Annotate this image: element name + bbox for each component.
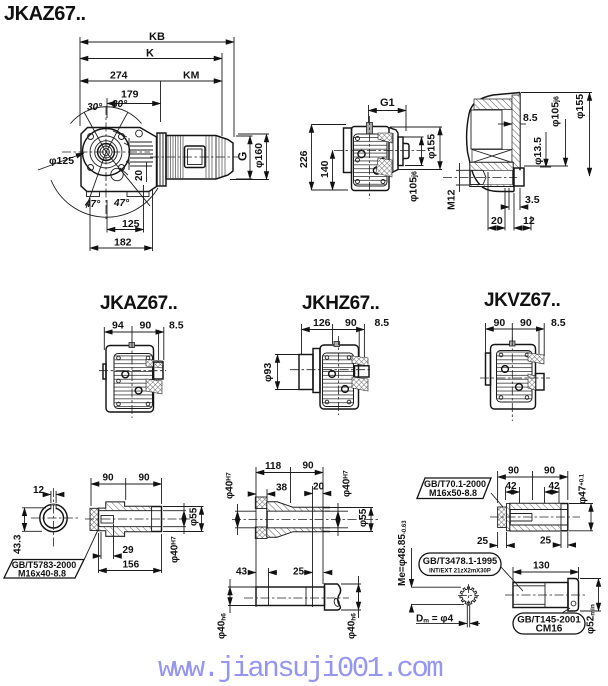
svg-text:90: 90 — [303, 461, 315, 472]
svg-text:G1: G1 — [380, 97, 395, 109]
svg-text:φ160: φ160 — [253, 143, 265, 168]
svg-text:φ40H7: φ40H7 — [225, 472, 236, 499]
svg-text:126: 126 — [313, 317, 331, 329]
svg-text:90: 90 — [508, 466, 520, 477]
svg-text:156: 156 — [123, 560, 140, 571]
svg-text:JKHZ67..: JKHZ67.. — [302, 293, 379, 314]
svg-text:30°: 30° — [112, 99, 128, 110]
svg-text:38: 38 — [276, 483, 288, 494]
svg-text:90: 90 — [139, 473, 151, 484]
svg-text:182: 182 — [114, 237, 132, 249]
svg-text:φ55: φ55 — [189, 507, 200, 526]
svg-text:GB/T5783-2000: GB/T5783-2000 — [12, 560, 77, 570]
svg-text:φ40H7: φ40H7 — [170, 536, 181, 563]
svg-text:φ55: φ55 — [358, 508, 369, 527]
svg-text:42: 42 — [506, 481, 518, 492]
svg-text:140: 140 — [319, 160, 331, 178]
svg-text:8.5: 8.5 — [551, 317, 566, 329]
svg-text:INT/EXT 21zX2mX30P: INT/EXT 21zX2mX30P — [429, 569, 491, 575]
svg-text:25: 25 — [293, 567, 305, 578]
svg-text:KM: KM — [183, 70, 200, 82]
svg-text:8.5: 8.5 — [375, 317, 390, 329]
svg-text:30°: 30° — [87, 102, 103, 113]
svg-text:8.5: 8.5 — [169, 320, 184, 332]
svg-text:20: 20 — [491, 215, 503, 227]
svg-text:GB/T3478.1-1995: GB/T3478.1-1995 — [423, 556, 497, 566]
svg-text:226: 226 — [298, 150, 310, 168]
svg-text:M16x50-8.8: M16x50-8.8 — [429, 488, 477, 498]
svg-text:φ40h6: φ40h6 — [347, 613, 358, 639]
svg-text:94: 94 — [112, 320, 124, 332]
svg-text:GB/T145-2001: GB/T145-2001 — [517, 615, 581, 626]
svg-text:φ155: φ155 — [574, 94, 586, 119]
svg-text:φ93: φ93 — [262, 363, 274, 382]
svg-text:274: 274 — [110, 70, 128, 82]
svg-text:29: 29 — [123, 545, 135, 556]
svg-text:47°: 47° — [113, 198, 130, 209]
svg-text:φ13.5: φ13.5 — [532, 137, 544, 165]
svg-text:G: G — [236, 152, 250, 161]
svg-text:90: 90 — [103, 473, 115, 484]
svg-text:47°: 47° — [84, 199, 101, 210]
svg-text:M16x40-8.8: M16x40-8.8 — [18, 569, 66, 579]
svg-text:25: 25 — [477, 536, 489, 547]
svg-text:φ40H7: φ40H7 — [342, 470, 353, 497]
svg-text:8.5: 8.5 — [523, 112, 538, 124]
svg-text:43: 43 — [236, 567, 248, 578]
svg-text:3.5: 3.5 — [525, 194, 540, 206]
svg-text:φ52min: φ52min — [586, 604, 597, 634]
svg-text:GB/T70.1-2000: GB/T70.1-2000 — [424, 479, 486, 489]
svg-text:KB: KB — [149, 31, 165, 43]
svg-text:φ105j6: φ105j6 — [408, 171, 420, 202]
svg-text:130: 130 — [533, 561, 550, 572]
svg-text:125: 125 — [122, 218, 140, 230]
svg-text:90: 90 — [494, 317, 506, 329]
svg-text:M12: M12 — [446, 189, 458, 210]
svg-text:90: 90 — [544, 466, 556, 477]
svg-text:Me=φ48.85-0.63: Me=φ48.85-0.63 — [397, 520, 408, 586]
svg-text:20: 20 — [313, 482, 325, 493]
svg-text:43.3: 43.3 — [13, 534, 24, 554]
svg-text:20: 20 — [134, 169, 145, 181]
svg-text:Dm = φ4: Dm = φ4 — [416, 614, 454, 625]
svg-text:90: 90 — [140, 320, 152, 332]
svg-text:K: K — [146, 48, 154, 60]
svg-text:42: 42 — [549, 481, 561, 492]
svg-text:12: 12 — [523, 215, 535, 227]
svg-text:JKVZ67..: JKVZ67.. — [484, 290, 560, 311]
svg-text:179: 179 — [121, 89, 139, 101]
svg-text:12: 12 — [33, 485, 45, 496]
svg-text:CM16: CM16 — [536, 624, 563, 635]
svg-text:www.jiansuji001.com: www.jiansuji001.com — [158, 652, 442, 685]
svg-text:118: 118 — [265, 461, 282, 472]
svg-text:φ155: φ155 — [426, 134, 438, 159]
svg-text:JKAZ67..: JKAZ67.. — [4, 3, 86, 25]
svg-text:φ40h6: φ40h6 — [217, 613, 228, 639]
svg-text:25: 25 — [540, 536, 552, 547]
svg-text:φ105j6: φ105j6 — [550, 96, 562, 127]
svg-text:90: 90 — [345, 317, 357, 329]
svg-text:90: 90 — [520, 317, 532, 329]
svg-text:JKAZ67..: JKAZ67.. — [100, 293, 177, 314]
svg-text:φ47+0.1: φ47+0.1 — [578, 473, 589, 504]
